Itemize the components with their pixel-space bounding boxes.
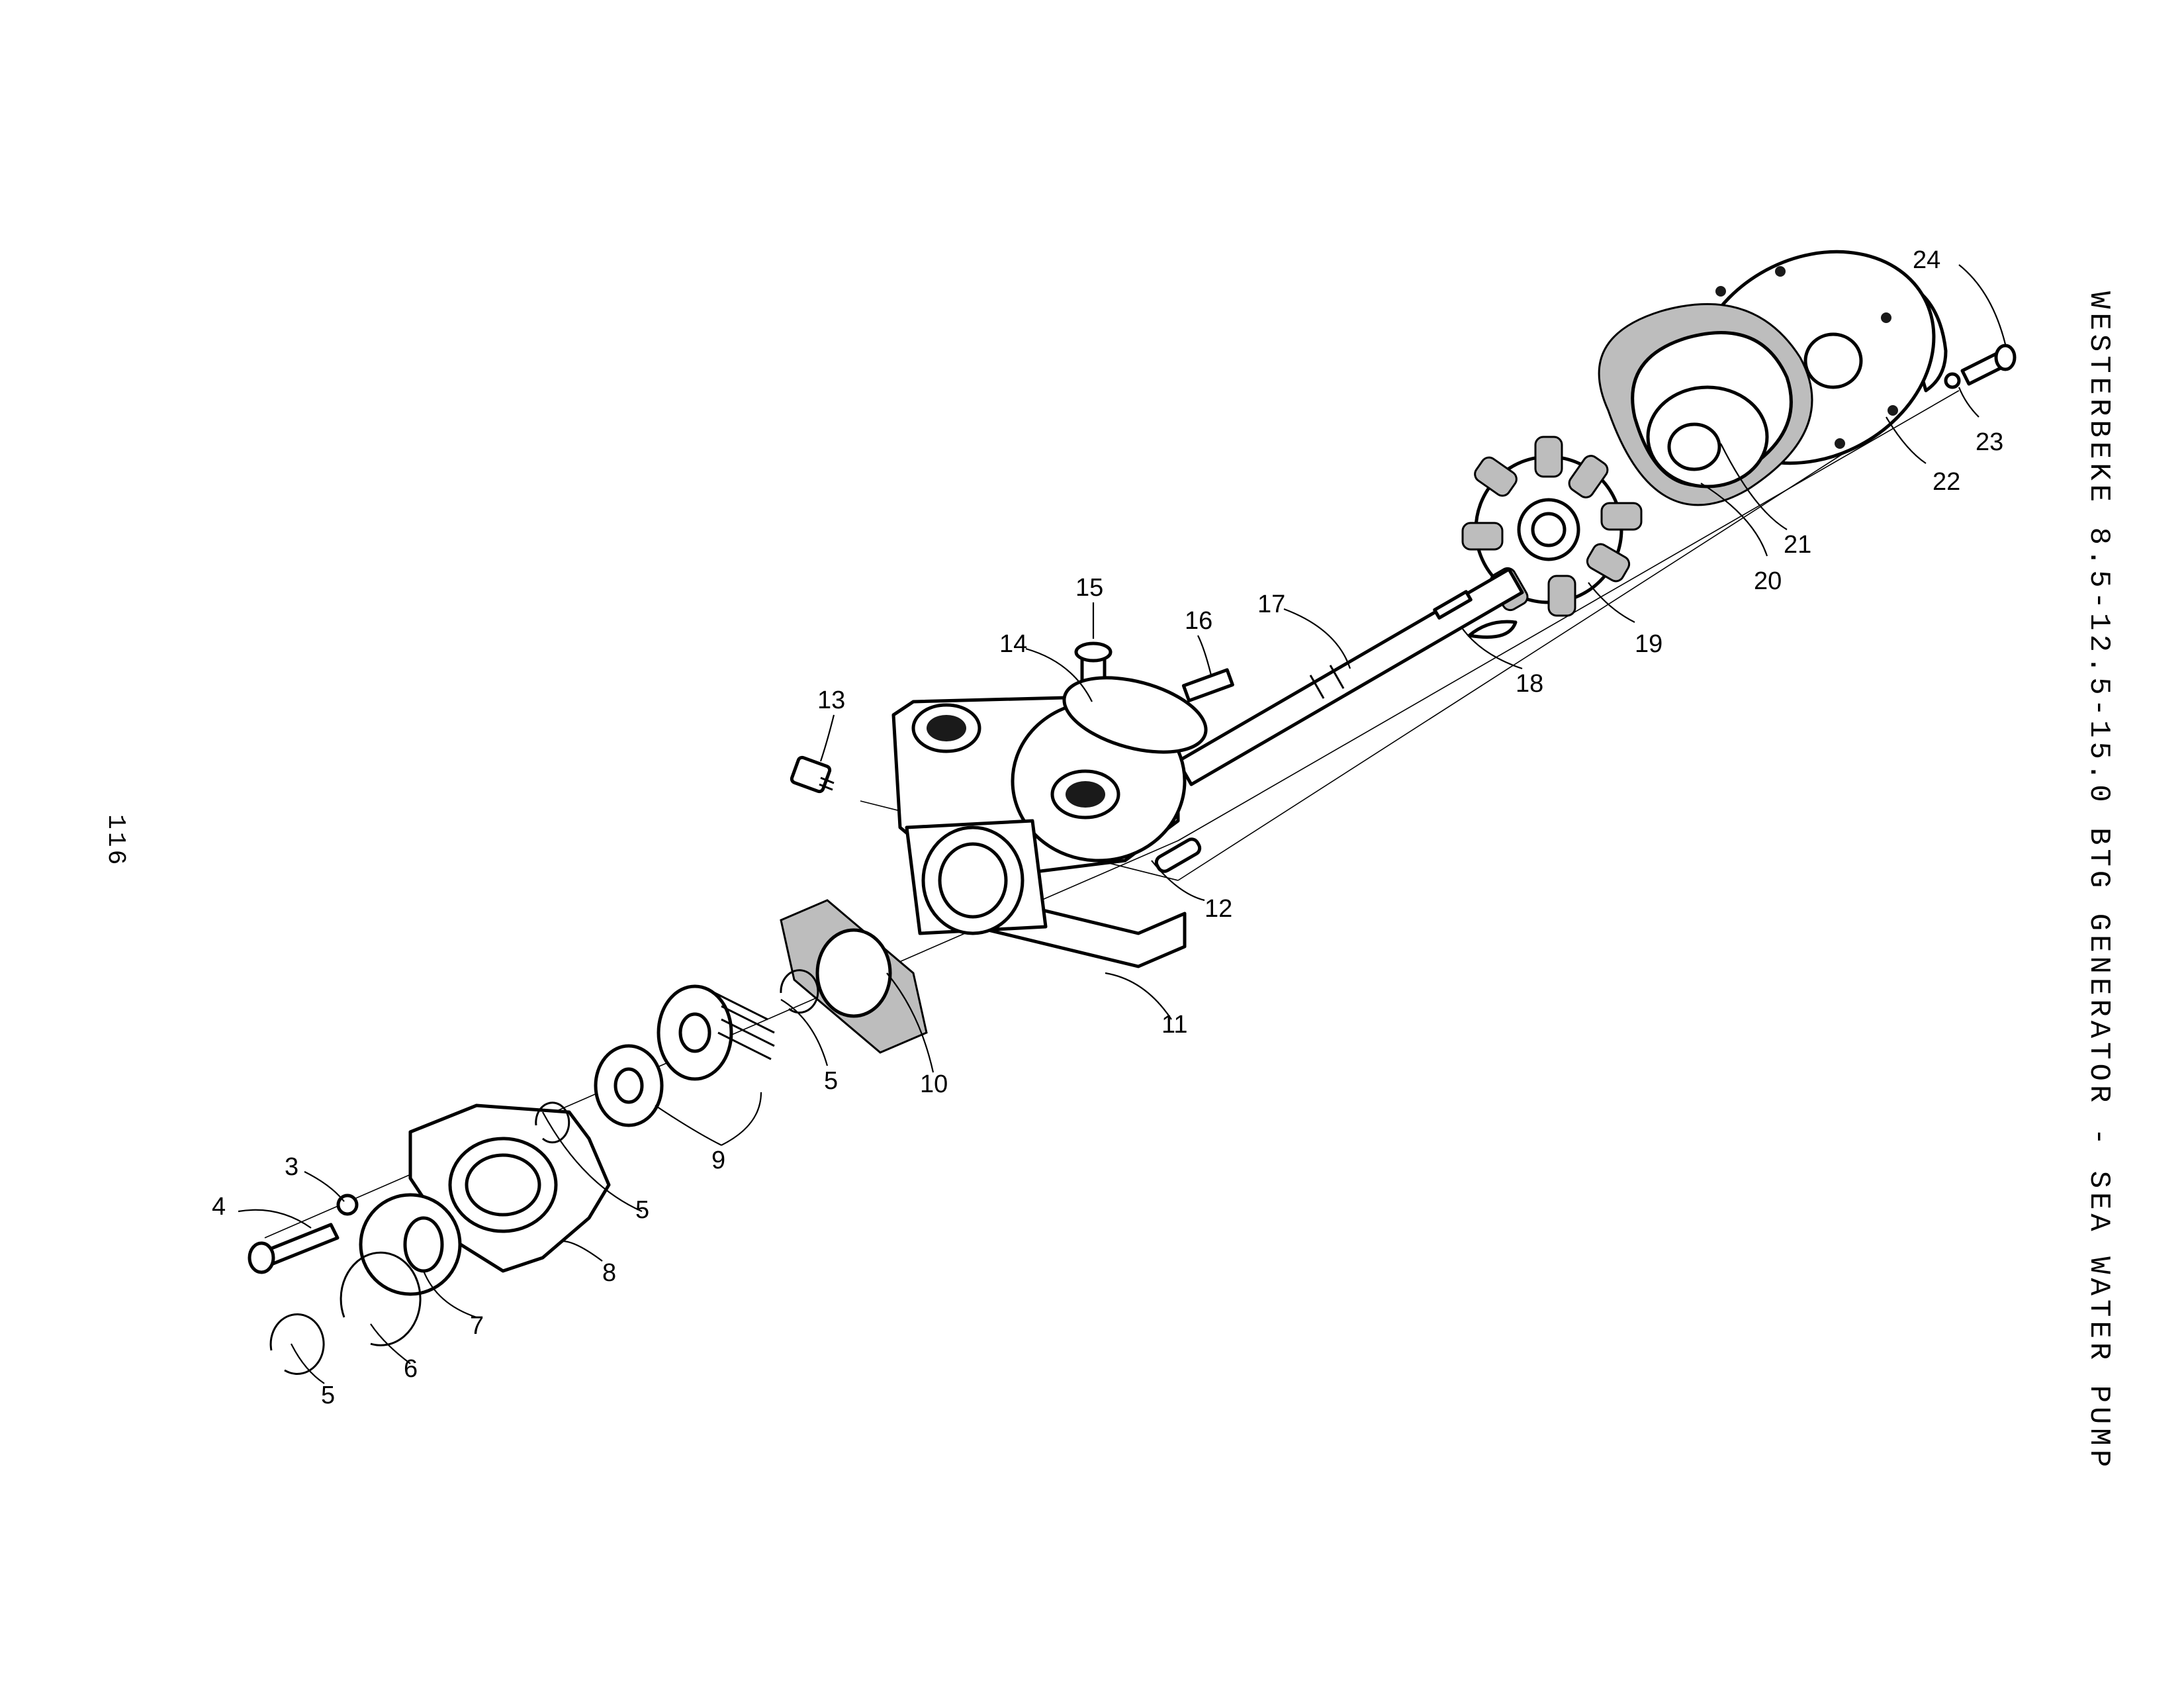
callout-24: 24 (1913, 246, 1940, 274)
screw (1074, 641, 1113, 687)
page-number-text: 116 (101, 814, 130, 868)
callout-7: 7 (470, 1312, 484, 1340)
bolt-24 (1960, 344, 2017, 386)
callout-16: 16 (1185, 607, 1212, 635)
page-title: WESTERBEKE 8.5-12.5-15.0 BTG GENERATOR -… (2078, 291, 2131, 1471)
callout-5-ring-outer: 5 (321, 1382, 335, 1409)
callout-6: 6 (404, 1355, 418, 1383)
woodruff-key (1467, 620, 1518, 639)
leader-lines (238, 264, 2007, 1384)
shaft-key (1181, 668, 1234, 702)
callout-4: 4 (212, 1193, 226, 1221)
callout-14: 14 (999, 630, 1027, 658)
callout-21: 21 (1784, 531, 1811, 559)
callout-5-seal: 5 (824, 1067, 838, 1095)
bearing (359, 1193, 462, 1296)
bearing-housing (408, 1103, 611, 1273)
shaft-seal (594, 984, 775, 1127)
pump-body (891, 676, 1208, 968)
pump-shaft (1176, 567, 1524, 786)
callout-labels: 3 4 5 6 7 8 5 9 5 10 11 12 13 14 15 16 1… (212, 246, 2003, 1409)
callout-8: 8 (602, 1259, 616, 1287)
callout-3: 3 (285, 1153, 298, 1181)
callout-12: 12 (1205, 895, 1232, 923)
callout-5-housing: 5 (635, 1196, 649, 1224)
callout-20: 20 (1754, 567, 1782, 595)
bolt (248, 1223, 340, 1274)
callout-23: 23 (1976, 428, 2003, 456)
washer-23 (1944, 372, 1961, 389)
callout-13: 13 (817, 686, 845, 714)
pipe-plug (790, 755, 835, 794)
dowel-pin (1154, 837, 1202, 873)
callout-19: 19 (1635, 630, 1662, 658)
callout-9: 9 (711, 1147, 725, 1174)
callout-15: 15 (1075, 574, 1103, 602)
wear-plate (1646, 385, 1769, 489)
page-title-text: WESTERBEKE 8.5-12.5-15.0 BTG GENERATOR -… (2082, 291, 2115, 1472)
callout-11: 11 (1161, 1011, 1187, 1039)
retaining-rings (269, 969, 819, 1375)
callout-22: 22 (1933, 468, 1960, 496)
page-number: 116 (99, 814, 139, 894)
callout-10: 10 (920, 1070, 948, 1098)
flange-gasket (780, 899, 928, 1054)
callout-18: 18 (1516, 670, 1543, 698)
callout-17: 17 (1257, 590, 1285, 618)
